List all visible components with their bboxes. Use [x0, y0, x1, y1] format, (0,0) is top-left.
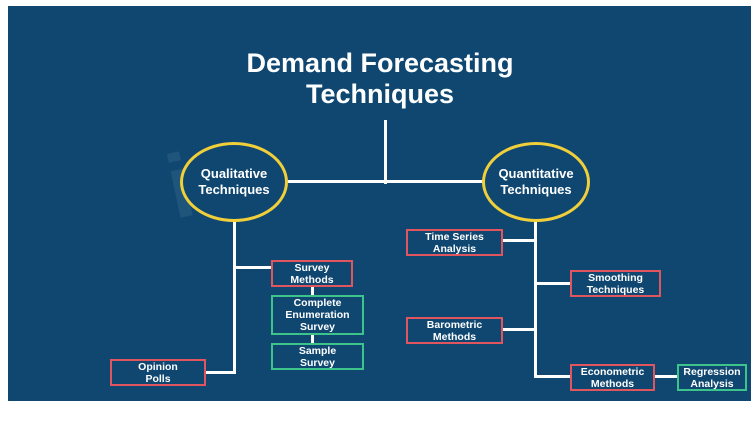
connector-survey-chain-2 — [311, 334, 314, 345]
barometric-methods-box: Barometric Methods — [406, 317, 503, 344]
quantitative-techniques-node: Quantitative Techniques — [482, 142, 590, 222]
complete-enumeration-line-1: Complete — [293, 297, 342, 309]
survey-methods-line-2: Methods — [290, 273, 334, 286]
regression-analysis-box: Regression Analysis — [677, 364, 747, 391]
smoothing-line-2: Techniques — [586, 283, 645, 296]
opinion-polls-line-1: Opinion — [138, 360, 178, 373]
smoothing-line-1: Smoothing — [588, 271, 643, 284]
quantitative-label-line-1: Quantitative — [498, 166, 574, 181]
regression-line-1: Regression — [683, 365, 741, 378]
qualitative-label-line-2: Techniques — [198, 182, 270, 197]
connector-econometric-branch — [534, 375, 570, 378]
complete-enumeration-survey-box: Complete Enumeration Survey — [271, 295, 364, 335]
connector-top-horizontal — [288, 180, 485, 183]
connector-timeseries-branch — [503, 239, 537, 242]
connector-smoothing-branch — [534, 282, 570, 285]
title-line-2: Techniques — [305, 79, 455, 109]
econometric-line-1: Econometric — [580, 365, 645, 378]
sample-survey-line-1: Sample — [298, 344, 337, 357]
econometric-line-2: Methods — [590, 377, 635, 390]
time-series-line-1: Time Series — [425, 230, 484, 243]
quantitative-label-line-2: Techniques — [500, 182, 572, 197]
qualitative-techniques-node: Qualitative Techniques — [180, 142, 288, 222]
connector-barometric-branch — [503, 328, 537, 331]
time-series-analysis-box: Time Series Analysis — [406, 229, 503, 256]
connector-regression-branch — [655, 375, 677, 378]
barometric-line-2: Methods — [432, 330, 477, 343]
survey-methods-line-1: Survey — [294, 261, 330, 274]
connector-survey-chain-1 — [311, 285, 314, 297]
connector-quantitative-trunk — [534, 218, 537, 378]
complete-enumeration-line-3: Survey — [299, 321, 336, 333]
diagram-title: Demand Forecasting Techniques — [158, 48, 602, 110]
opinion-polls-line-2: Polls — [145, 372, 171, 385]
survey-methods-box: Survey Methods — [271, 260, 353, 287]
connector-survey-branch — [233, 266, 271, 269]
complete-enumeration-line-2: Enumeration — [285, 309, 350, 321]
smoothing-techniques-box: Smoothing Techniques — [570, 270, 661, 297]
connector-qualitative-trunk — [233, 218, 236, 374]
connector-opinion-branch — [206, 371, 236, 374]
econometric-methods-box: Econometric Methods — [570, 364, 655, 391]
sample-survey-line-2: Survey — [299, 356, 335, 369]
barometric-line-1: Barometric — [426, 318, 483, 331]
regression-line-2: Analysis — [690, 377, 734, 390]
title-line-1: Demand Forecasting — [246, 48, 514, 78]
opinion-polls-box: Opinion Polls — [110, 359, 206, 386]
diagram-canvas: i Demand Forecasting Techniques Qualitat… — [8, 6, 751, 401]
sample-survey-box: Sample Survey — [271, 343, 364, 370]
connector-title-stem — [384, 120, 387, 184]
qualitative-label-line-1: Qualitative — [200, 166, 268, 181]
time-series-line-2: Analysis — [432, 242, 477, 255]
